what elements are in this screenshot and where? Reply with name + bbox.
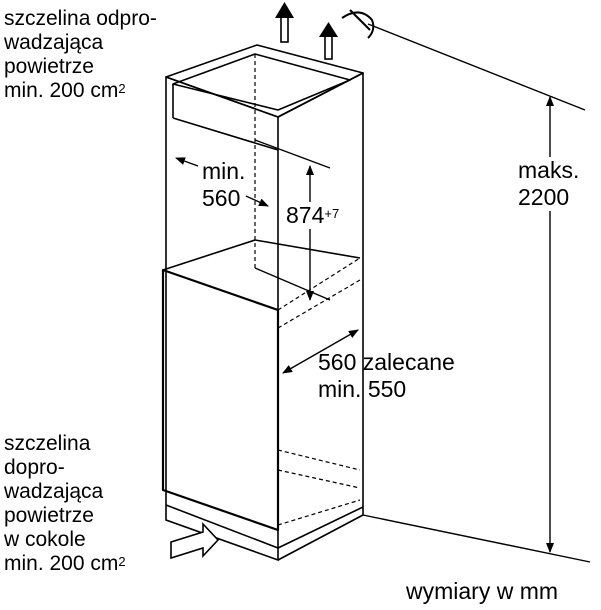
niche-height-label: 874+7 (284, 202, 342, 229)
exhaust-vent-label: szczelina odpro- wadzająca powietrze min… (4, 7, 157, 103)
niche-hidden-edges (254, 54, 361, 526)
max-height-label: maks. 2200 (518, 157, 580, 211)
intake-vent-label: szczelina dopro- wadzająca powietrze w c… (4, 432, 126, 576)
inner-width-line1: min. (202, 158, 246, 184)
exhaust-vent-line1: szczelina odpro- (4, 7, 157, 30)
intake-vent-line5: w cokole (4, 528, 86, 551)
appliance-door (161, 268, 280, 532)
units-note: wymiary w mm (406, 578, 559, 604)
exhaust-vent-line3: powietrze (4, 55, 94, 78)
intake-vent-line2: dopro- (4, 456, 65, 479)
depth-dimension (282, 329, 359, 374)
max-height-line2: 2200 (518, 184, 570, 210)
exhaust-vent-sup: 2 (118, 81, 126, 96)
max-height-line1: maks. (518, 157, 580, 183)
inner-width-line2: 560 (202, 185, 241, 211)
intake-arrow (170, 521, 220, 560)
intake-vent-line6: min. 200 cm2 (4, 552, 126, 576)
niche-height-tolerance: +7 (324, 206, 340, 221)
exhaust-vent-line2: wadzająca (4, 31, 104, 54)
intake-vent-area: min. 200 cm (4, 552, 119, 575)
niche-height-value: 874 (286, 202, 325, 228)
max-height-dimension (362, 23, 591, 563)
exhaust-arrow-left (275, 2, 294, 43)
angle-symbol (341, 9, 375, 39)
niche-height-dimension (254, 139, 331, 301)
depth-label: 560 zalecane min. 550 (318, 349, 455, 403)
depth-line2: min. 550 (318, 376, 407, 402)
intake-vent-line4: powietrze (4, 504, 94, 527)
exhaust-vent-line4: min. 200 cm2 (4, 79, 157, 103)
depth-line1: 560 zalecane (318, 349, 455, 375)
inner-width-dimension (175, 157, 269, 207)
intake-vent-line1: szczelina (4, 432, 91, 455)
exhaust-arrow-right (319, 22, 338, 60)
plinth (165, 505, 364, 562)
intake-vent-sup: 2 (118, 554, 126, 569)
intake-vent-line3: wadzająca (4, 480, 104, 503)
exhaust-vent-area: min. 200 cm (4, 79, 119, 102)
inner-width-label: min. 560 (202, 158, 245, 212)
appliance-top (162, 239, 361, 271)
cabinet-outline (165, 44, 364, 549)
